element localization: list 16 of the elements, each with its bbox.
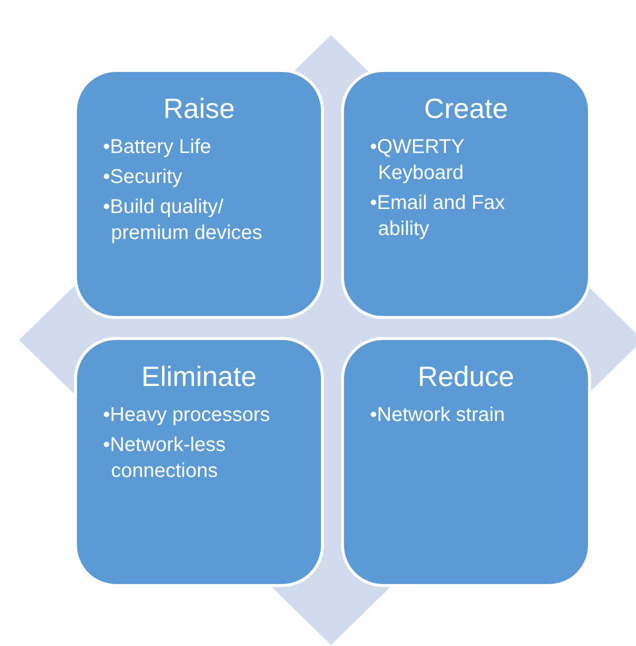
bullet-item: •Heavy processors bbox=[103, 403, 272, 428]
bullet-item: •Build quality/ premium devices bbox=[103, 195, 264, 246]
bullet-item: •Network strain bbox=[370, 403, 506, 428]
bullet-item: •Security bbox=[103, 165, 184, 190]
quadrant-heading: Create bbox=[424, 92, 508, 126]
quadrant-heading: Eliminate bbox=[141, 360, 257, 394]
bullet-item: •Battery Life bbox=[103, 135, 212, 160]
quadrant-box bbox=[74, 69, 324, 319]
quadrant-box bbox=[341, 69, 591, 319]
quadrant-box bbox=[341, 337, 591, 587]
bullet-item: •QWERTY Keyboard bbox=[370, 135, 466, 186]
quadrant-box bbox=[74, 337, 324, 587]
quadrant-heading: Raise bbox=[163, 92, 235, 126]
quadrant-heading: Reduce bbox=[418, 360, 514, 394]
bullet-item: •Email and Fax ability bbox=[370, 191, 506, 242]
bullet-item: •Network-less connections bbox=[103, 433, 227, 484]
